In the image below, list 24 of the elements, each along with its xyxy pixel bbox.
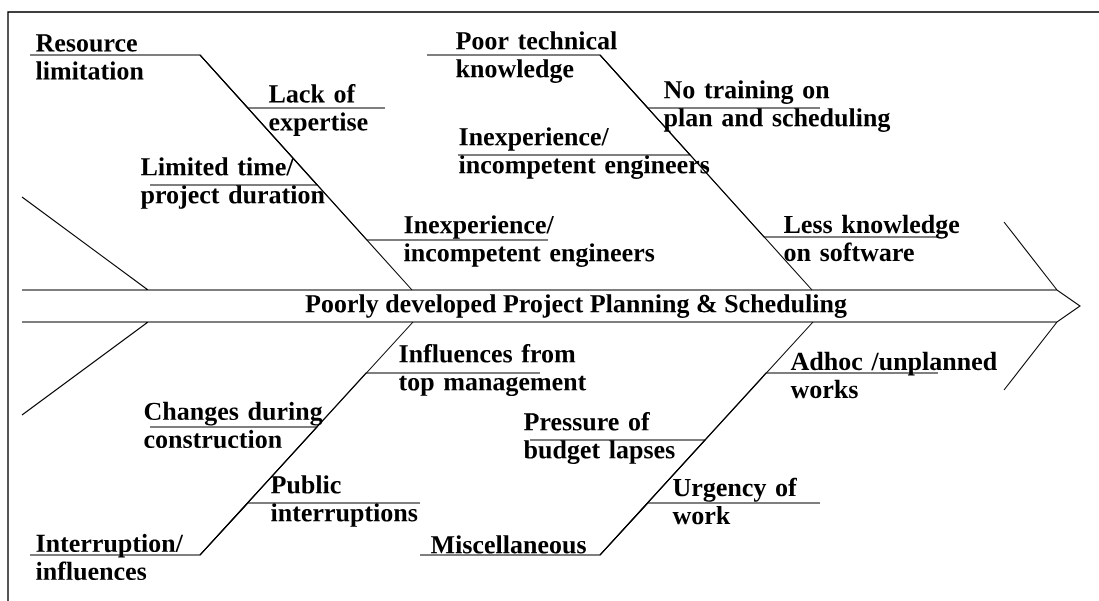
category-label: Miscellaneous bbox=[431, 535, 586, 554]
head-label: Poorly developed Project Planning & Scheduling bbox=[305, 294, 847, 318]
category-label: Interruption/ influences bbox=[36, 533, 184, 581]
cause-label: No training on plan and scheduling bbox=[663, 80, 891, 132]
bone-line bbox=[29, 321, 414, 556]
branch-line bbox=[599, 54, 939, 238]
branch-line bbox=[199, 54, 549, 241]
cause-label: Lack of expertise bbox=[269, 84, 368, 136]
cause-label: Less knowledge on software bbox=[784, 214, 960, 262]
cause-label: Public interruptions bbox=[271, 475, 418, 527]
cause-label: Adhoc /unplanned works bbox=[790, 351, 997, 399]
bone-line bbox=[419, 321, 814, 556]
cause-label: Inexperience/ incompetent engineers bbox=[404, 215, 655, 267]
cause-label: Urgency of work bbox=[672, 477, 797, 525]
branch-line bbox=[599, 372, 939, 556]
cause-label: Changes during construction bbox=[144, 401, 323, 449]
bone-line bbox=[29, 54, 413, 291]
category-label: Resource limitation bbox=[36, 34, 144, 80]
cause-label: Influences from top management bbox=[398, 344, 587, 396]
bone-line bbox=[426, 54, 813, 291]
branch-line bbox=[199, 372, 541, 556]
cause-label: Pressure of budget lapses bbox=[523, 412, 675, 464]
category-label: Poor technical knowledge bbox=[456, 31, 617, 83]
cause-label: Limited time/ project duration bbox=[140, 157, 325, 209]
